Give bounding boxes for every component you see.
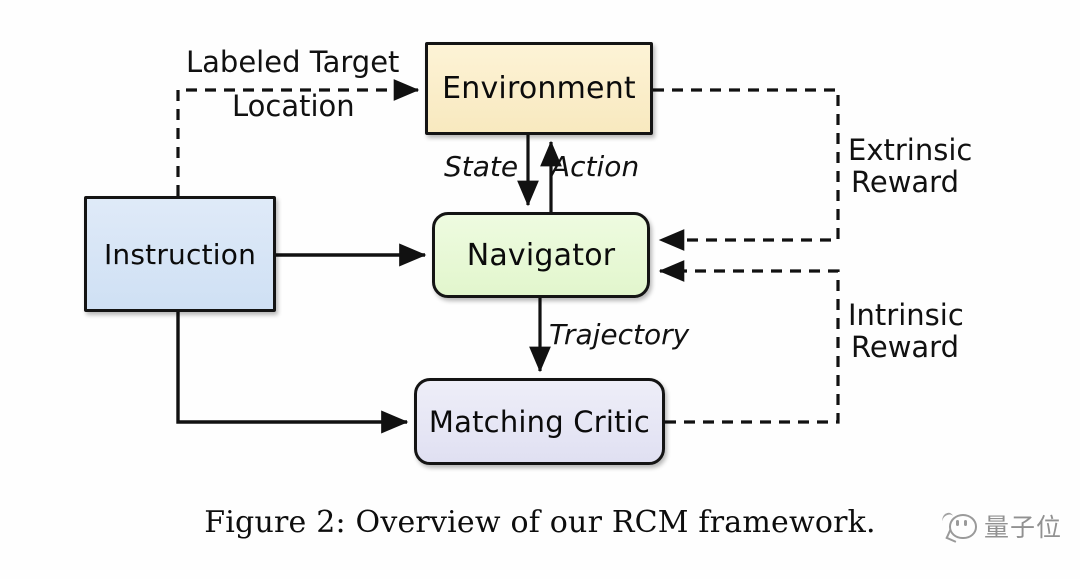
edge-label-intrinsic-reward: Intrinsic Reward [848, 299, 964, 364]
watermark-text: 量子位 [983, 513, 1062, 542]
node-matching-critic-label: Matching Critic [428, 404, 651, 439]
intrinsic-line-1: Intrinsic [848, 298, 964, 332]
edge-label-labeled-target: Labeled Target [186, 45, 400, 79]
extrinsic-line-2: Reward [851, 165, 959, 200]
node-navigator[interactable]: Navigator [432, 212, 650, 298]
extrinsic-line-1: Extrinsic [848, 133, 973, 167]
figure-caption: Figure 2: Overview of our RCM framework. [204, 505, 876, 540]
speech-bubble-face-icon [940, 511, 977, 543]
edge-label-extrinsic-reward: Extrinsic Reward [848, 134, 972, 199]
edge-label-trajectory: Trajectory [549, 318, 690, 351]
node-instruction-label: Instruction [103, 237, 257, 271]
edge-label-location: Location [232, 89, 355, 123]
intrinsic-line-2: Reward [851, 330, 959, 365]
edge-extrinsic-reward [653, 88, 840, 251]
node-environment[interactable]: Environment [425, 42, 653, 135]
node-environment-label: Environment [442, 71, 636, 106]
node-instruction[interactable]: Instruction [84, 196, 276, 312]
node-navigator-label: Navigator [466, 237, 616, 273]
edge-label-action: Action [551, 150, 640, 183]
edge-instruction-to-matching-critic [176, 312, 409, 434]
node-matching-critic[interactable]: Matching Critic [414, 378, 665, 465]
watermark: 量子位 [940, 508, 1062, 544]
edge-label-state: State [444, 150, 519, 183]
